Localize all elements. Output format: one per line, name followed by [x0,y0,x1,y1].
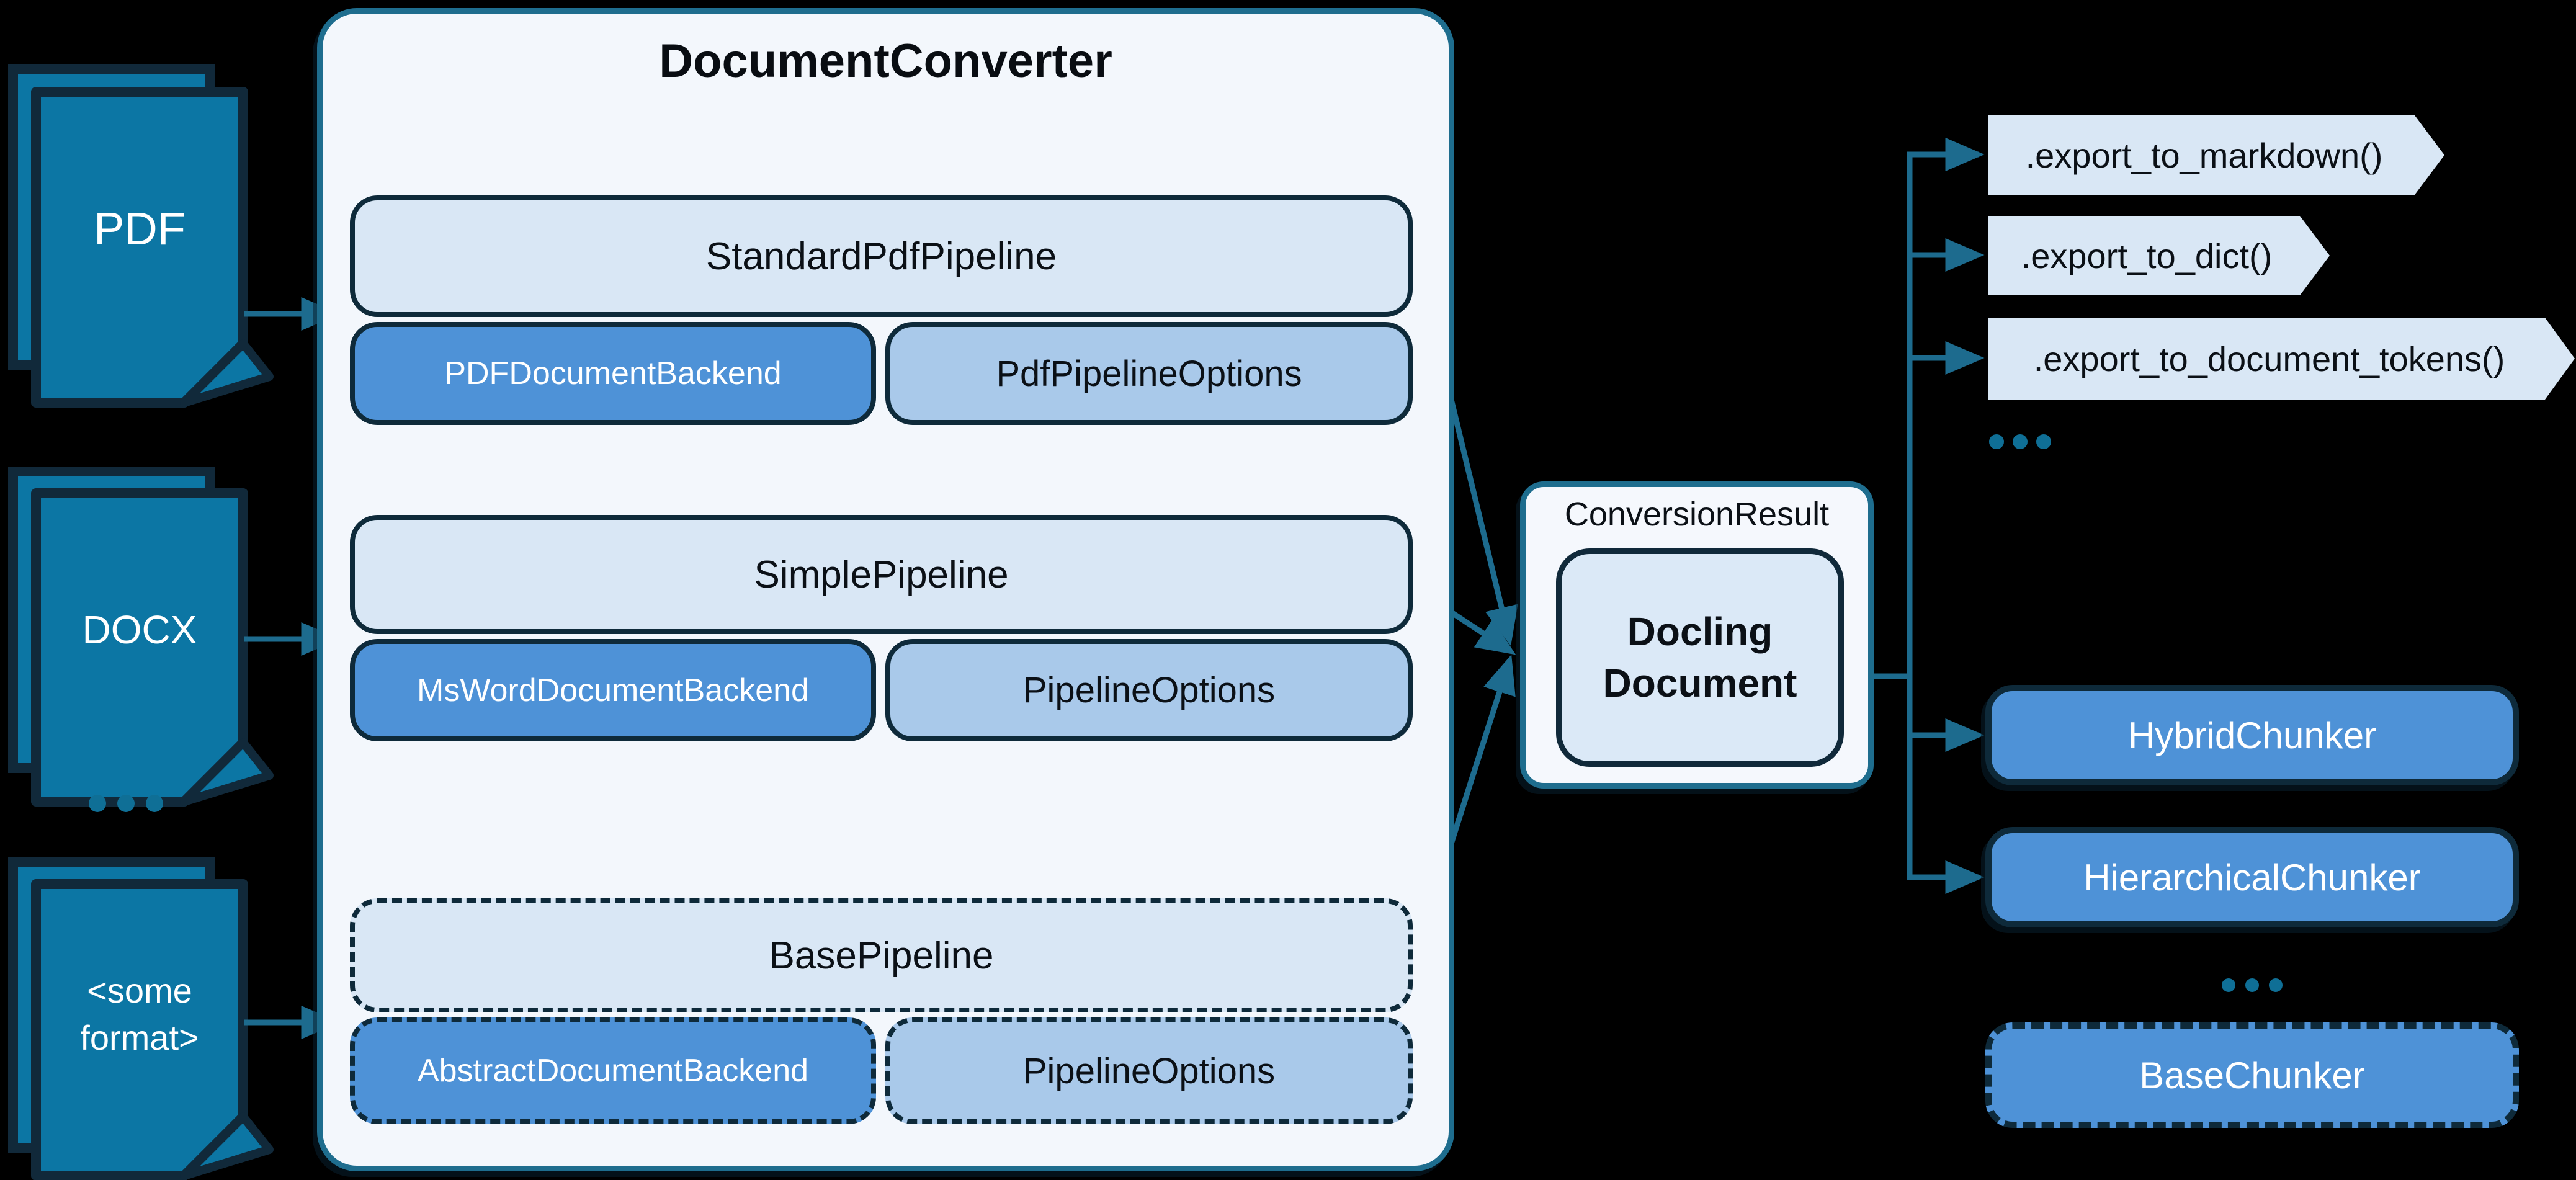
some-format-label: <some format> [80,971,199,1057]
export-to-markdown-pennant: .export_to_markdown() [1988,115,2444,195]
docx-format-label: DOCX [82,607,197,652]
simple-pipeline-box: SimplePipeline [350,515,1413,634]
pdf-documents-icon [8,64,274,408]
export-to-dict-pennant: .export_to_dict() [1988,216,2330,295]
conversion-result-label: ConversionResult [1564,496,1830,533]
pdf-document-backend-box: PDFDocumentBackend [350,322,876,425]
export-to-document-tokens-pennant: .export_to_document_tokens() [1988,318,2575,400]
ellipsis-icon-exports [1989,434,2051,449]
base-chunker-box: BaseChunker [1985,1022,2519,1128]
base-pipeline-box: BasePipeline [350,898,1413,1012]
docx-documents-icon [8,467,274,807]
pipeline-options-box: PipelineOptions [885,639,1413,741]
document-converter-title: DocumentConverter [659,34,1112,87]
msword-document-backend-box: MsWordDocumentBackend [350,639,876,741]
hierarchical-chunker-box: HierarchicalChunker [1985,827,2519,927]
abstract-pipeline-options-box: PipelineOptions [885,1017,1413,1124]
ellipsis-icon-input-formats [89,795,163,812]
pdf-format-label: PDF [94,202,186,254]
pdf-pipeline-options-box: PdfPipelineOptions [885,322,1413,425]
ellipsis-icon-chunkers [2222,978,2283,992]
docling-document-box: Docling Document [1556,548,1844,767]
standard-pdf-pipeline-box: StandardPdfPipeline [350,195,1413,317]
abstract-document-backend-box: AbstractDocumentBackend [350,1017,876,1124]
hybrid-chunker-box: HybridChunker [1985,685,2519,785]
some-format-documents-icon [8,857,274,1180]
